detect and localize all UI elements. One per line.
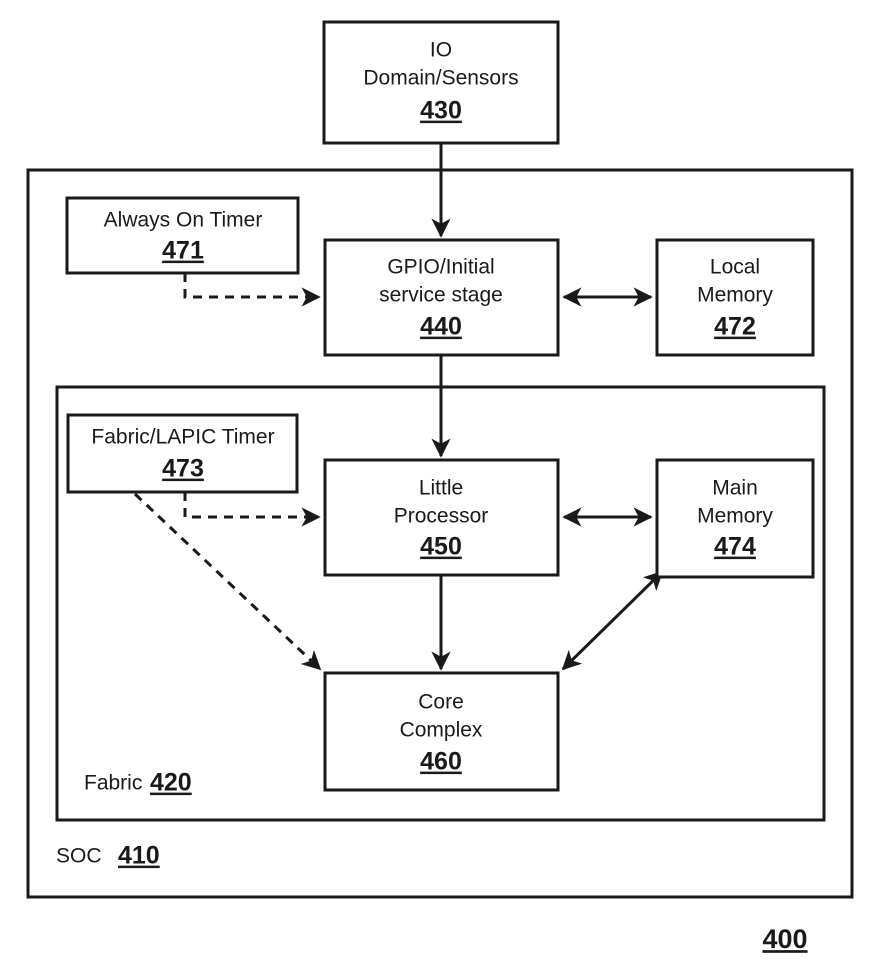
- core-complex-ref-number: 460: [420, 748, 462, 776]
- figure-ref-number: 400: [762, 924, 807, 954]
- box-gpio-initial-service-stage[interactable]: GPIO/Initial service stage 440: [323, 238, 560, 357]
- always-on-timer-rect[interactable]: [65, 196, 300, 275]
- gpio-initial-service-stage-rect[interactable]: [323, 238, 560, 357]
- always-on-timer-ref-number: 471: [162, 237, 204, 265]
- io-domain-sensors-rect[interactable]: [322, 20, 560, 145]
- fabric-label: Fabric: [84, 772, 142, 795]
- box-little-processor[interactable]: Little Processor 450: [323, 458, 560, 577]
- main-memory-line-2: Memory: [697, 505, 773, 528]
- soc-label: SOC: [56, 845, 102, 868]
- main-memory-line-1: Main: [712, 477, 758, 500]
- gpio-initial-service-stage-line-1: GPIO/Initial: [387, 256, 494, 279]
- box-main-memory[interactable]: Main Memory 474: [655, 458, 815, 579]
- io-domain-sensors-line-2: Domain/Sensors: [363, 67, 518, 90]
- little-processor-ref-number: 450: [420, 533, 462, 561]
- connector-always-on-timer-to-gpio: [183, 273, 321, 307]
- box-local-memory[interactable]: Local Memory 472: [655, 238, 815, 357]
- arrow-fabric-lapic-timer-to-core-complex: [133, 492, 322, 671]
- local-memory-rect[interactable]: [655, 238, 815, 357]
- fabric-lapic-timer-ref-number: 473: [162, 455, 204, 483]
- arrow-fabric-lapic-timer-to-little-processor: [183, 492, 321, 527]
- little-processor-line-2: Processor: [394, 505, 489, 528]
- local-memory-ref-number: 472: [714, 313, 756, 341]
- always-on-timer-line-1: Always On Timer: [104, 209, 263, 232]
- io-domain-sensors-line-1: IO: [430, 39, 452, 62]
- io-domain-sensors-ref-number: 430: [420, 97, 462, 125]
- gpio-initial-service-stage-line-2: service stage: [379, 284, 503, 307]
- local-memory-line-2: Memory: [697, 284, 773, 307]
- fabric-lapic-timer-line-1: Fabric/LAPIC Timer: [91, 426, 274, 449]
- little-processor-line-1: Little: [419, 477, 463, 500]
- core-complex-line-2: Complex: [400, 719, 483, 742]
- connector-fabric-lapic-timer-to-little-processor: [183, 492, 321, 527]
- gpio-initial-service-stage-ref-number: 440: [420, 313, 462, 341]
- box-io-domain-sensors[interactable]: IO Domain/Sensors 430: [322, 20, 560, 145]
- main-memory-rect[interactable]: [655, 458, 815, 579]
- main-memory-ref-number: 474: [714, 533, 756, 561]
- connector-fabric-lapic-timer-to-core-complex: [133, 492, 322, 671]
- local-memory-line-1: Local: [710, 256, 760, 279]
- soc-ref-number: 410: [118, 842, 160, 870]
- box-core-complex[interactable]: Core Complex 460: [323, 671, 560, 792]
- fabric-lapic-timer-rect[interactable]: [66, 413, 299, 494]
- arrow-core-complex-to-main-memory: [561, 570, 664, 671]
- core-complex-rect[interactable]: [323, 671, 560, 792]
- arrow-always-on-timer-to-gpio: [183, 273, 321, 307]
- box-fabric-lapic-timer[interactable]: Fabric/LAPIC Timer 473: [66, 413, 299, 494]
- core-complex-line-1: Core: [418, 691, 464, 714]
- fabric-ref-number: 420: [150, 769, 192, 797]
- box-always-on-timer[interactable]: Always On Timer 471: [65, 196, 300, 275]
- connector-core-complex-to-main-memory: [561, 570, 664, 671]
- little-processor-rect[interactable]: [323, 458, 560, 577]
